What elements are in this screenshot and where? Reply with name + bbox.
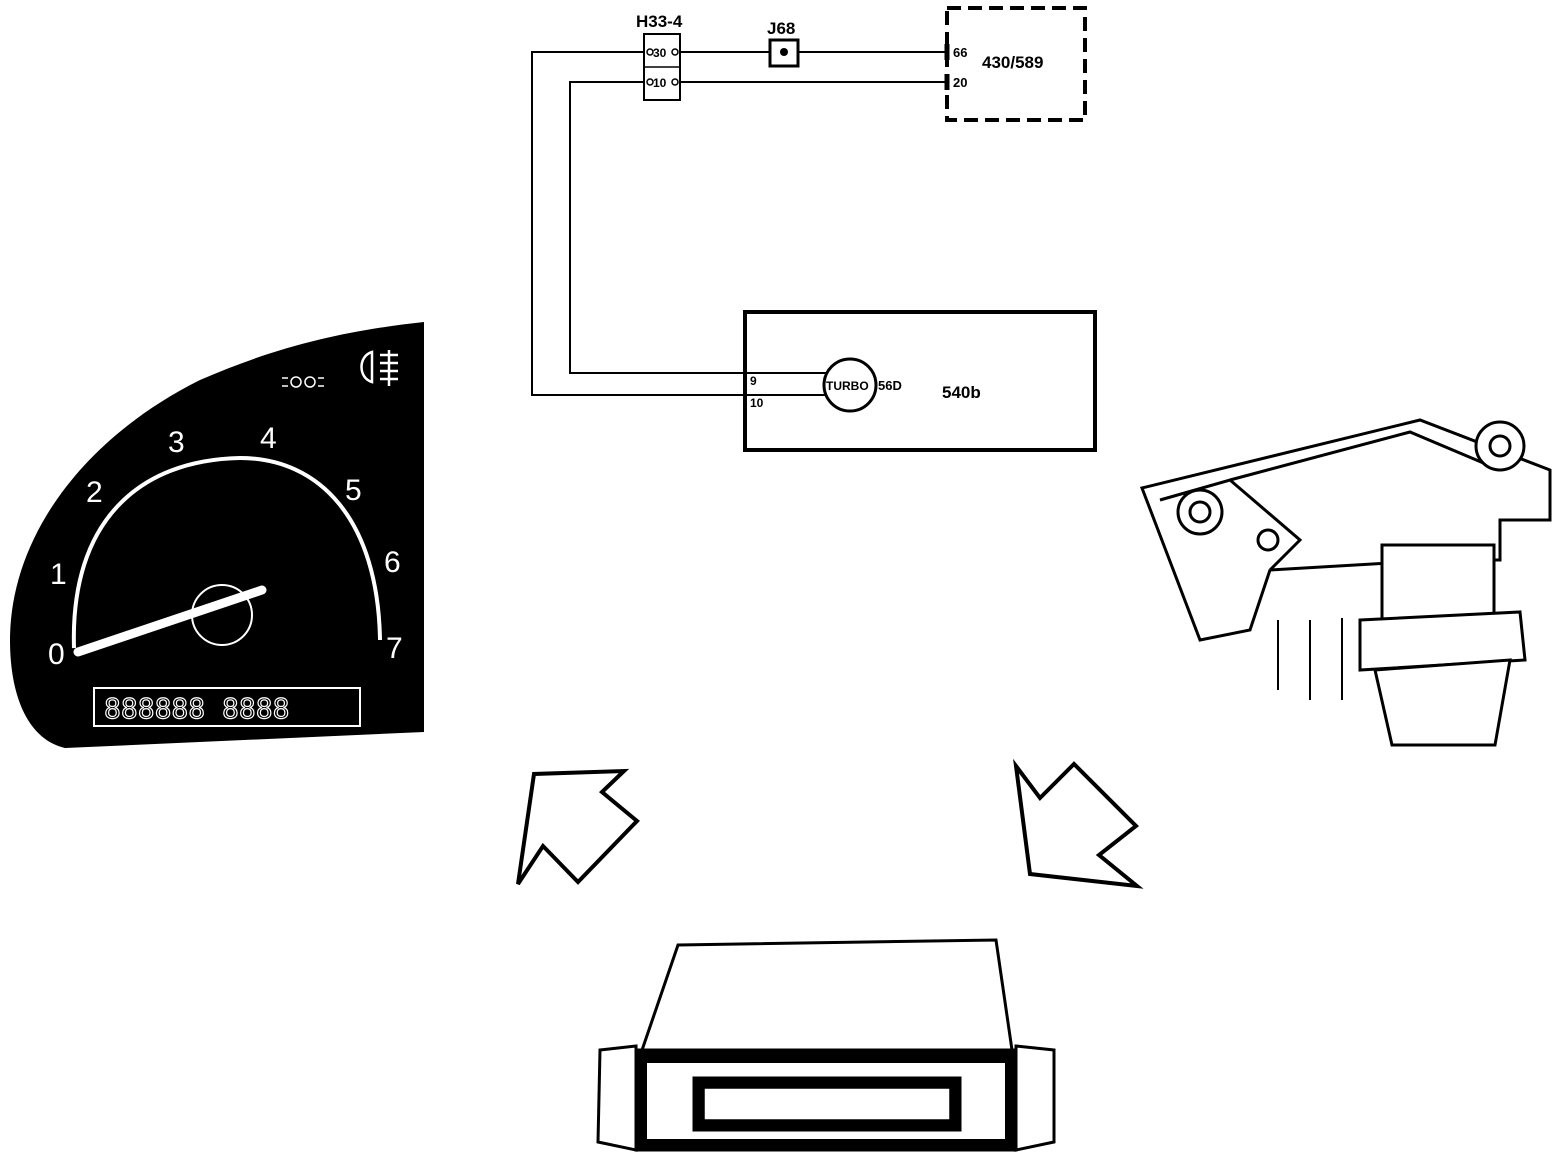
turbo-lamp-id: 56D <box>878 378 902 393</box>
wiring-diagram <box>531 51 948 396</box>
gauge-tick-5: 5 <box>345 474 362 507</box>
gauge-needle <box>73 585 267 657</box>
wire-h33-10-to-cluster-9 <box>569 81 748 374</box>
cluster-box-label: 540b <box>942 383 981 402</box>
turbo-lamp-icon <box>822 357 878 413</box>
cluster-box-540b: 540b 9 10 TURBO 56D <box>743 310 1097 452</box>
gauge-tick-1: 1 <box>50 558 67 591</box>
instrument-cluster: 0 1 2 3 4 5 6 7 888888 8888 <box>10 322 424 748</box>
connector-h33-pin-a: 30 <box>653 46 667 60</box>
odometer-display <box>93 687 361 727</box>
gauge-tick-7: 7 <box>386 632 403 665</box>
gauge-tick-6: 6 <box>384 546 401 579</box>
gauge-tick-4: 4 <box>260 422 277 455</box>
junction-j68-label: J68 <box>767 19 795 38</box>
junction-j68: J68 <box>767 19 800 68</box>
turbo-lamp-label: TURBO <box>826 379 869 393</box>
cluster-pin-9: 9 <box>750 374 757 388</box>
module-pin-20: 20 <box>953 75 967 90</box>
connector-h33-pin-b: 10 <box>653 76 667 90</box>
pressure-sensor-illustration <box>1139 418 1552 747</box>
gauge-tick-0: 0 <box>48 638 65 671</box>
arrow-to-cluster-icon <box>516 768 640 886</box>
gauge-tick-2: 2 <box>86 476 103 509</box>
odometer-text: 888888 8888 <box>104 692 289 725</box>
ecu-control-unit-illustration <box>596 938 1056 1152</box>
arrow-to-ecu-icon <box>1013 758 1144 889</box>
gauge-tick-3: 3 <box>168 426 185 459</box>
gauge-arc <box>71 455 382 649</box>
cluster-pin-10: 10 <box>750 396 764 410</box>
fog-light-icon <box>360 350 398 386</box>
module-430-589: 430/589 66 20 <box>944 6 1087 122</box>
connector-h33-label: H33-4 <box>636 12 683 31</box>
connector-h33: H33-4 30 10 <box>636 12 683 101</box>
module-430-589-label: 430/589 <box>982 53 1043 72</box>
cluster-face <box>10 322 424 748</box>
wire-h33-30-to-cluster-10 <box>531 51 748 396</box>
parking-light-icon <box>282 376 324 388</box>
module-pin-66: 66 <box>953 45 967 60</box>
